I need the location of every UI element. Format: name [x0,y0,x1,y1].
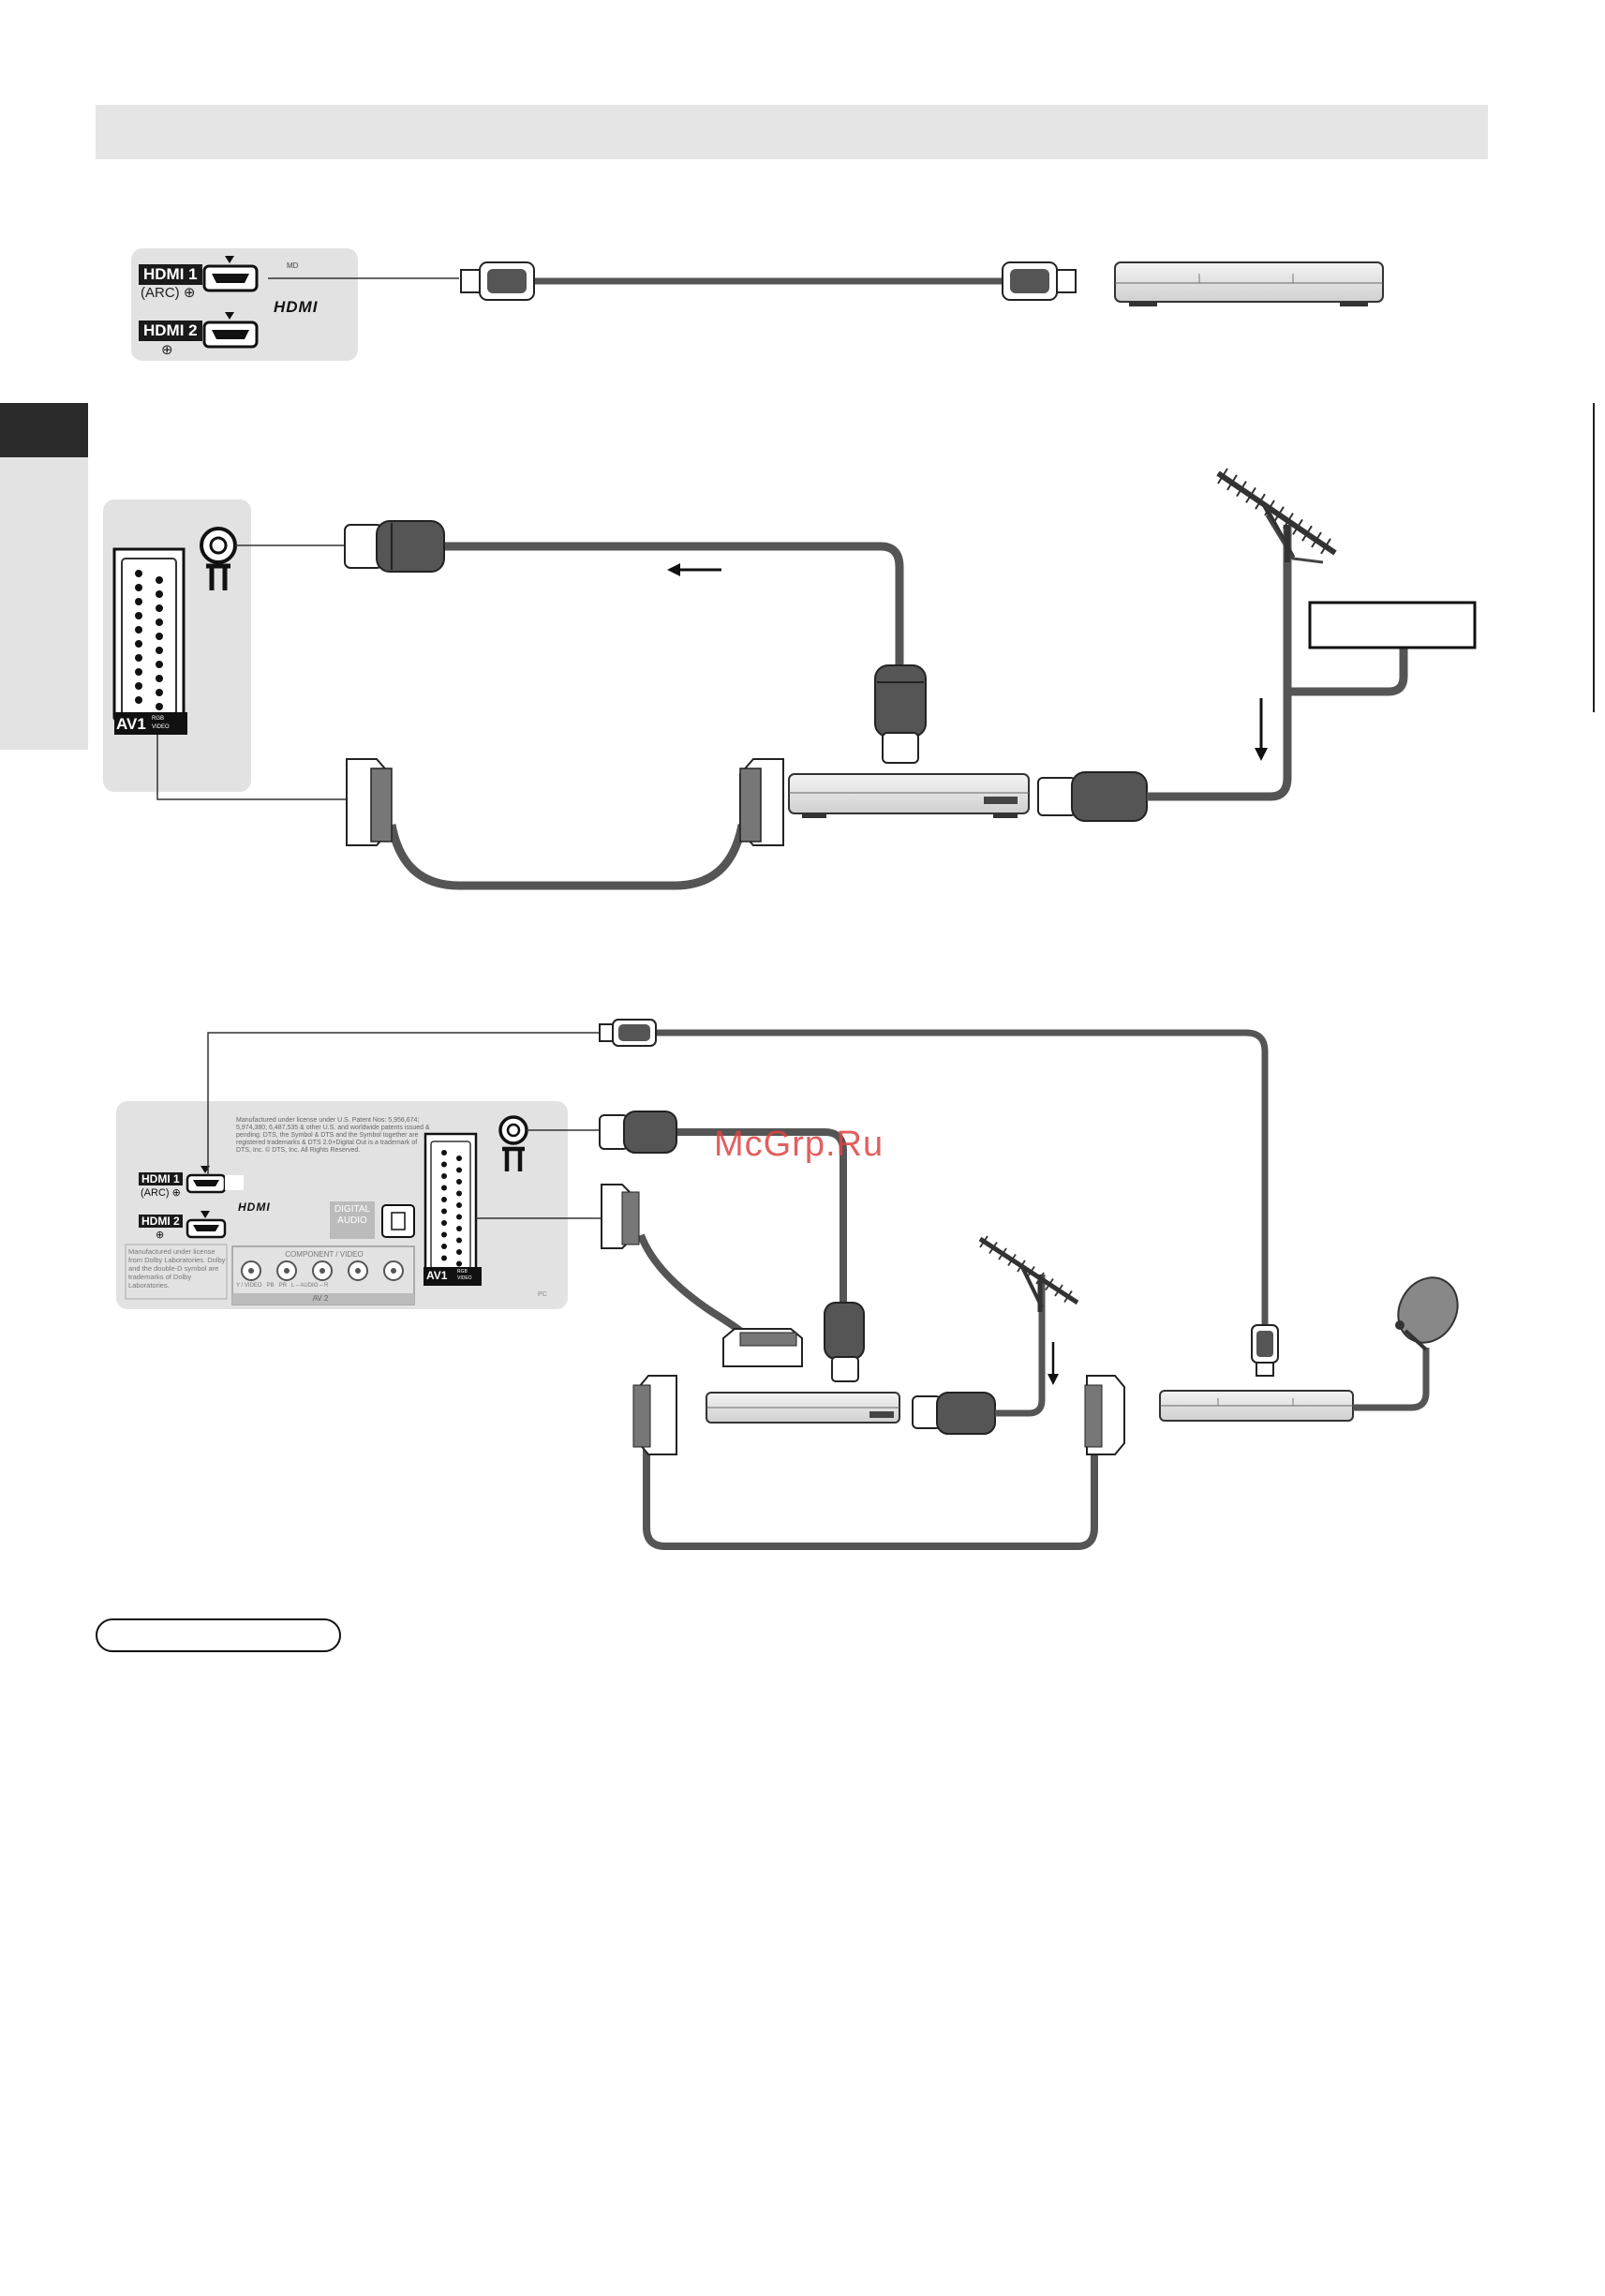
hdmi-plug [599,1019,657,1047]
hdmi1-label: HDMI 1 [139,264,202,285]
page-edge-mark [1593,403,1595,712]
digital-audio-label-bg [330,1201,375,1239]
aerial-elements [1217,468,1331,555]
section-header-band [96,105,1488,159]
av1-label-bg [424,1267,482,1286]
recorder-device-1 [1114,261,1384,306]
rf-cable-aerial [1147,525,1292,801]
satellite-dish-icon [1395,1276,1459,1351]
av2-label: AV 2 [312,1294,329,1303]
diagram-3-full-setup [116,1019,1459,1550]
hdmi2-label: HDMI 2 [139,1215,183,1228]
rf-plug-icon [824,1302,865,1382]
av1-label-bg [114,712,187,735]
mhl-mark: MD [287,261,299,270]
dolby-note: Manufactured under license from Dolby La… [128,1247,226,1290]
arrow-down-icon [225,256,234,263]
av1-label: AV1 [116,715,146,733]
rca-jacks [241,1260,404,1281]
hdmi1-label: HDMI 1 [139,1172,183,1185]
component-sub-label: Y / VIDEO PB PR L – AUDIO – R [236,1283,329,1289]
hdmi-plug-left [460,261,535,301]
antenna-icon [502,1146,525,1171]
scart-cable [643,1445,1098,1550]
diagram-1-hdmi [131,248,1384,361]
hdmi-port-icon [212,330,249,339]
antenna-icon [206,563,230,590]
input-arrow-icon: ⊕ [161,342,173,358]
scart-socket [112,547,186,735]
input-arrow-icon: ⊕ [156,1230,165,1241]
scart-connector-icon [1084,1375,1125,1455]
rf-plug-icon [344,520,445,573]
input-arrow-icon: ⊕ [171,1187,181,1199]
antenna-icon [978,1236,1079,1312]
scart-cable [637,1233,753,1342]
scart-connector-icon [722,1328,803,1367]
rf-cable-tv [673,1128,847,1312]
arc-label: (ARC) ⊕ [141,1187,181,1199]
hdmi-logo: HDMI [274,298,319,316]
av1-label: AV1 [426,1269,448,1282]
rf-plug-icon [599,1111,677,1154]
rf-cable-tv [440,542,904,675]
dts-note: Manufactured under license under U.S. Pa… [236,1117,430,1154]
pc-label: PC [538,1291,547,1298]
watermark: McGrp.Ru [714,1125,884,1164]
digital-audio-label: DIGITAL AUDIO [334,1204,371,1226]
arrow-down-icon [225,312,234,320]
diagram-2-aerial-scart [103,468,1477,890]
hdmi-plug [1251,1324,1279,1377]
amplifier-box [1308,601,1477,649]
hdmi-plug-right [1002,261,1077,301]
dolby-note-box [125,1244,228,1300]
input-arrow-icon: ⊕ [183,285,196,301]
arc-label: (ARC) ⊕ [141,285,196,301]
scart-pins [441,1150,462,1267]
hdmi-logo: HDMI [238,1200,271,1214]
chapter-side-strip [0,457,88,750]
rf-plug-icon [1037,771,1148,822]
note-pill-label [96,1618,341,1652]
rf-plug-icon [912,1392,996,1435]
recorder-device-3 [706,1392,900,1424]
scart-cable [387,824,747,890]
hdmi2-label: HDMI 2 [139,321,202,341]
component-video-label: COMPONENT / VIDEO [285,1250,364,1259]
scart-connector-icon [346,758,393,846]
satellite-receiver [1159,1390,1354,1422]
rf-plug-icon [874,664,927,764]
scart-connector-icon [601,1184,640,1249]
scart-connector-icon [739,758,784,846]
scart-pins [135,570,163,710]
scart-connector-icon [632,1375,677,1455]
recorder-device-2 [788,773,1030,818]
chapter-tab [0,403,88,457]
hdmi-port-icon [212,274,249,283]
hdmi-cable [656,1029,1269,1331]
aerial-elements [979,1235,1073,1303]
